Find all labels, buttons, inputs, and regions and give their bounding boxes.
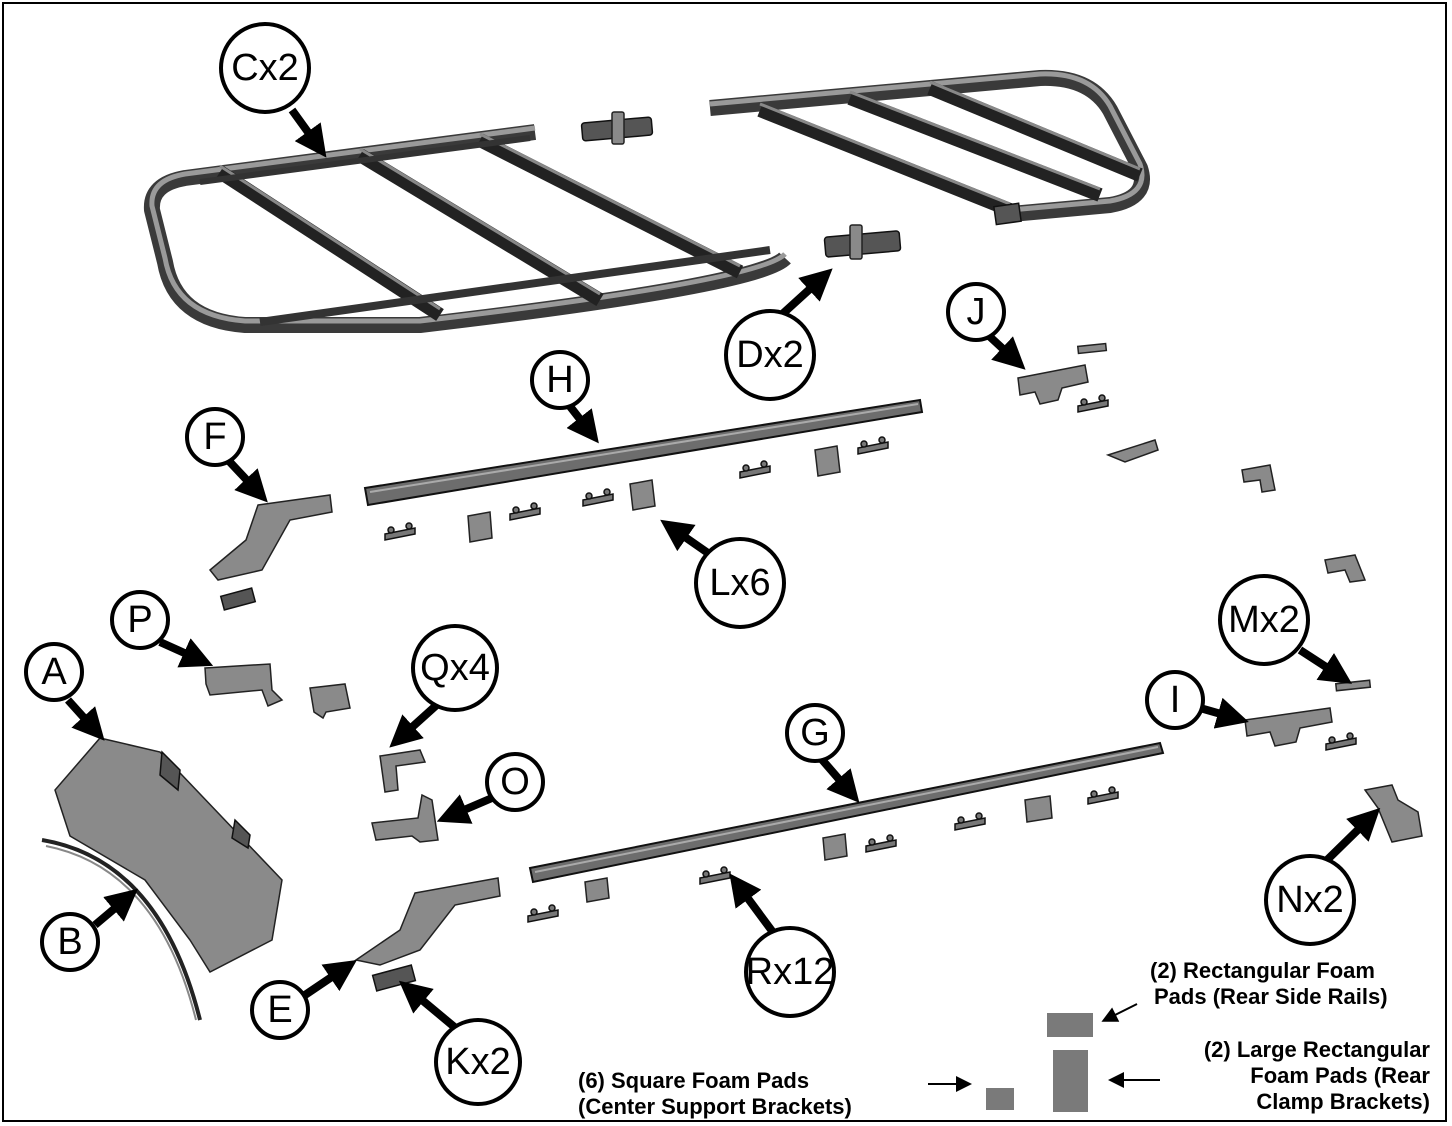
callout-qx4: Qx4 — [411, 624, 499, 712]
callout-b: B — [40, 912, 100, 972]
large-foam-note-line3: Clamp Brackets) — [1256, 1089, 1430, 1114]
clamps-r — [384, 394, 1357, 923]
callout-mx2-label: Mx2 — [1228, 599, 1300, 641]
callout-cx2-label: Cx2 — [231, 47, 299, 89]
part-a — [54, 737, 283, 973]
callout-p-label: P — [127, 599, 152, 641]
square-foam-note: (6) Square Foam Pads (Center Support Bra… — [578, 1068, 852, 1120]
callout-b-label: B — [57, 921, 82, 963]
callout-qx4-label: Qx4 — [420, 647, 490, 689]
large-rect-foam-pad — [1053, 1050, 1088, 1112]
callout-e-label: E — [267, 989, 292, 1031]
square-foam-note-line2: (Center Support Brackets) — [578, 1094, 852, 1119]
part-n — [1363, 784, 1423, 843]
side-rail-g — [528, 741, 1165, 884]
side-rail-h — [363, 398, 924, 507]
callout-lx6-label: Lx6 — [709, 562, 770, 604]
callout-dx2: Dx2 — [724, 309, 816, 401]
callout-rx12: Rx12 — [744, 926, 836, 1018]
callout-rx12-label: Rx12 — [746, 951, 835, 993]
large-foam-note-line1: (2) Large Rectangular — [1203, 1037, 1430, 1062]
parts-i — [1244, 679, 1372, 747]
square-foam-note-line1: (6) Square Foam Pads — [578, 1068, 810, 1093]
callout-nx2: Nx2 — [1264, 854, 1356, 946]
callout-h: H — [530, 350, 590, 410]
callout-g: G — [785, 703, 845, 763]
callout-nx2-label: Nx2 — [1276, 879, 1344, 921]
coupler-top — [580, 111, 654, 145]
callout-kx2: Kx2 — [434, 1018, 522, 1106]
callout-o-label: O — [500, 761, 530, 803]
callout-a-label: A — [41, 651, 67, 693]
callout-j: J — [946, 282, 1006, 342]
callout-h-label: H — [546, 359, 573, 401]
callout-i: I — [1145, 670, 1205, 730]
large-foam-note: (2) Large Rectangular Foam Pads (Rear Cl… — [1158, 1037, 1430, 1115]
callout-f-label: F — [203, 416, 226, 458]
callout-i-label: I — [1170, 679, 1181, 721]
callout-dx2-label: Dx2 — [736, 334, 804, 376]
part-f — [208, 494, 333, 611]
part-b — [41, 838, 202, 1021]
note-arrows — [928, 1003, 1160, 1092]
callout-e: E — [250, 980, 310, 1040]
parts-j — [1017, 342, 1367, 583]
square-foam-pad — [986, 1088, 1014, 1110]
brackets-l — [467, 445, 1053, 903]
rect-foam-note-line1: (2) Rectangular Foam — [1150, 958, 1375, 983]
callout-p: P — [110, 590, 170, 650]
callout-arrows — [65, 107, 1381, 1034]
part-o — [371, 793, 439, 843]
part-e — [354, 877, 501, 992]
rect-foam-pad — [1047, 1013, 1093, 1037]
rect-foam-note: (2) Rectangular Foam Pads (Rear Side Rai… — [1150, 958, 1388, 1010]
callout-g-label: G — [800, 712, 830, 754]
callout-j-label: J — [967, 291, 986, 333]
large-foam-note-line2: Foam Pads (Rear — [1250, 1063, 1430, 1088]
part-q — [379, 749, 427, 793]
rear-rack-frame — [709, 69, 1150, 226]
callout-cx2: Cx2 — [219, 22, 311, 114]
callout-lx6: Lx6 — [694, 537, 786, 629]
part-p — [204, 663, 351, 720]
rect-foam-note-line2: Pads (Rear Side Rails) — [1154, 984, 1388, 1009]
callout-kx2-label: Kx2 — [445, 1041, 510, 1083]
callout-o: O — [485, 752, 545, 812]
coupler-bottom — [823, 224, 902, 260]
callout-mx2: Mx2 — [1218, 574, 1310, 666]
callout-a: A — [24, 642, 84, 702]
front-rack-frame — [143, 124, 791, 333]
callout-f: F — [185, 407, 245, 467]
